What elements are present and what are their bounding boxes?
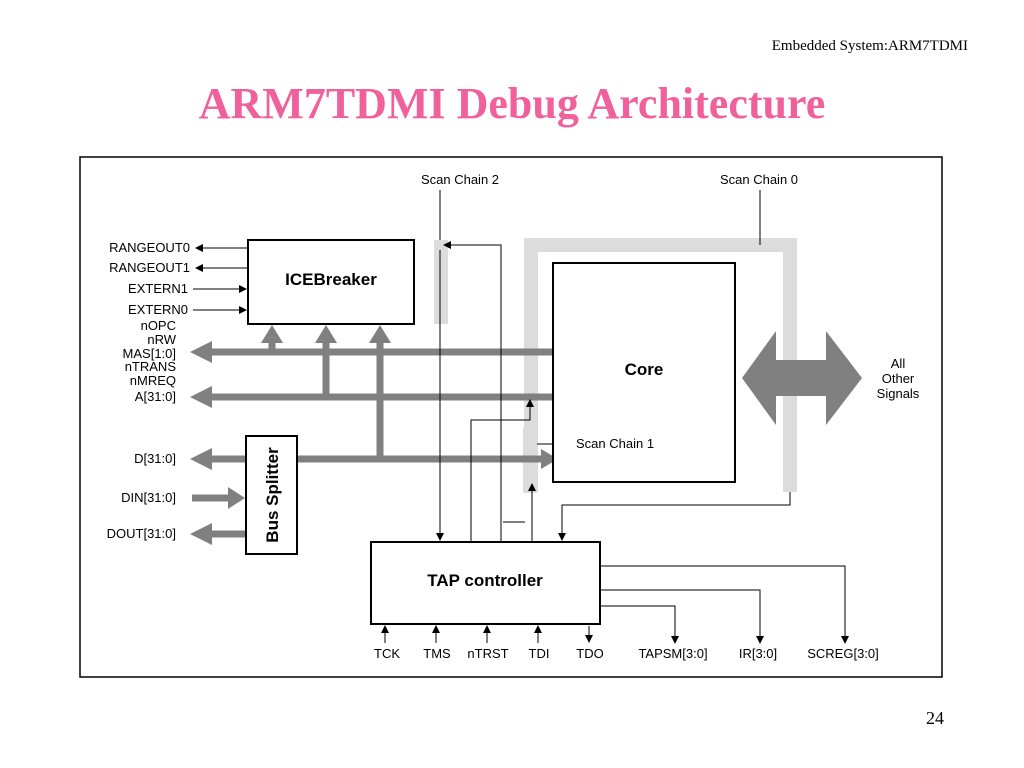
signal-rangeout0: RANGEOUT0: [109, 240, 190, 255]
signal-extern0: EXTERN0: [128, 302, 188, 317]
scan-chain-2-label: Scan Chain 2: [421, 172, 499, 187]
signal-nopc: nOPC: [141, 318, 176, 333]
icebreaker-signal-lines: [193, 244, 248, 314]
slide-title: ARM7TDMI Debug Architecture: [198, 79, 826, 128]
bus-splitter-block: [245, 435, 298, 555]
icebreaker-block: [247, 239, 415, 325]
signal-nrw: nRW: [147, 332, 176, 347]
course-header: Embedded System:ARM7TDMI: [771, 38, 968, 54]
tap-controller-block: [370, 541, 601, 625]
svg-text:Signals: Signals: [877, 386, 920, 401]
scan-chain-2-bar: [434, 240, 448, 324]
left-signal-labels: RANGEOUT0 RANGEOUT1 EXTERN1 EXTERN0 nOPC…: [107, 240, 190, 541]
signal-nmreq: nMREQ: [130, 373, 176, 388]
jtag-tdi: TDI: [529, 646, 550, 661]
signal-ntrans: nTRANS: [125, 359, 177, 374]
core-label: Core: [625, 360, 664, 379]
all-other-signals-label: All Other Signals: [877, 356, 920, 401]
signal-rangeout1: RANGEOUT1: [109, 260, 190, 275]
jtag-tms: TMS: [423, 646, 451, 661]
jtag-ntrst: nTRST: [467, 646, 508, 661]
signal-mas: MAS[1:0]: [123, 346, 176, 361]
all-other-signals-arrow: [742, 331, 862, 425]
jtag-tdo: TDO: [576, 646, 603, 661]
svg-text:All: All: [891, 356, 906, 371]
page-number: 24: [926, 708, 944, 728]
signal-a: A[31:0]: [135, 389, 176, 404]
svg-text:Other: Other: [882, 371, 915, 386]
scan-chain-1-label: Scan Chain 1: [576, 436, 654, 451]
signal-d: D[31:0]: [134, 451, 176, 466]
tap-wiring: [381, 241, 849, 644]
signal-dout: DOUT[31:0]: [107, 526, 176, 541]
signal-extern1: EXTERN1: [128, 281, 188, 296]
scan-chain-0-label: Scan Chain 0: [720, 172, 798, 187]
jtag-ir: IR[3:0]: [739, 646, 777, 661]
icebreaker-label: ICEBreaker: [285, 270, 377, 289]
address-control-buses: [192, 340, 552, 538]
jtag-signal-labels: TCK TMS nTRST TDI TDO TAPSM[3:0] IR[3:0]…: [374, 646, 879, 661]
signal-din: DIN[31:0]: [121, 490, 176, 505]
jtag-screg: SCREG[3:0]: [807, 646, 879, 661]
core-block: [552, 262, 736, 483]
bus-arrowheads: [190, 325, 558, 545]
tap-controller-label: TAP controller: [427, 571, 543, 590]
bus-splitter-label: Bus Splitter: [263, 447, 282, 543]
jtag-tapsm: TAPSM[3:0]: [638, 646, 707, 661]
jtag-tck: TCK: [374, 646, 400, 661]
